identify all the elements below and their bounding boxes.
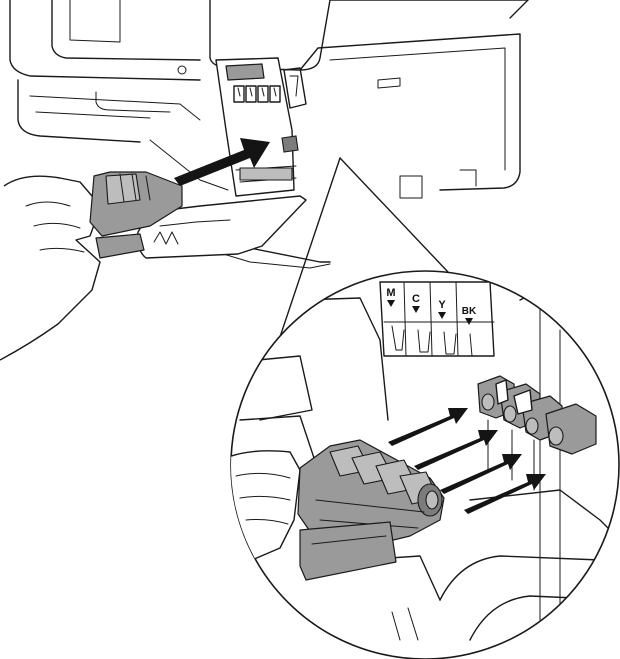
installed-cap-2 [503, 405, 517, 423]
label-bk: BK [462, 306, 477, 317]
magnified-hand-finger-2 [239, 495, 291, 501]
lower-arc-2 [469, 595, 619, 641]
cartridge-row [239, 167, 293, 181]
power-button-icon [177, 65, 187, 75]
tray-bottom-edge [149, 139, 229, 191]
installed-parts [477, 375, 597, 491]
label-strip [379, 281, 495, 357]
top-part-handle [95, 233, 145, 259]
label-m: M [386, 287, 395, 299]
printer-right-inner [329, 47, 506, 171]
installed-window-2 [513, 389, 533, 415]
printer-left-edge [9, 0, 201, 81]
inner-wall-left [299, 297, 389, 421]
magnified-hand-finger-1 [235, 472, 291, 479]
part-end-cap-inner [425, 490, 439, 510]
printer-latch [377, 77, 401, 89]
top-hand-finger-1 [25, 201, 71, 207]
paper-tray-line-2 [35, 111, 151, 119]
printer-side-port [399, 175, 423, 199]
top-hand [0, 175, 101, 361]
installed-cap-4 [548, 426, 564, 446]
installed-cap-3 [525, 417, 539, 435]
base-edge-lower [209, 249, 331, 269]
printer-panel-slot [69, 0, 121, 43]
printer-lid-inner [51, 0, 201, 61]
lower-arc-1 [439, 555, 601, 601]
printer-corner [509, 0, 529, 19]
installed-window-1 [495, 379, 509, 405]
printer-body [9, 0, 529, 269]
cover-mark-icon [153, 231, 179, 245]
top-part-ridge-lines [119, 173, 151, 203]
insert-arrow-c-icon [414, 430, 498, 470]
label-m-arrow-icon [387, 300, 395, 307]
top-hand-finger-2 [33, 222, 81, 229]
callout-line-right [339, 157, 449, 273]
top-hand-finger-3 [39, 247, 85, 253]
cartridge-tops [391, 325, 481, 357]
inner-block-left [257, 355, 313, 421]
label-c-arrow-icon [412, 306, 420, 313]
label-y: Y [438, 299, 446, 311]
protective-part-handle [299, 521, 397, 581]
compartment-door-edge [283, 67, 307, 109]
mini-label-marks [237, 87, 277, 97]
magnified-protective-part [297, 439, 445, 581]
paper-tray-handle [95, 91, 171, 113]
label-strip-dividers [403, 281, 459, 357]
installed-cap-1 [481, 393, 495, 411]
paper-tray-front [17, 79, 141, 143]
door-arrow-icon [289, 75, 299, 97]
insert-arrow-bk-icon [464, 474, 546, 514]
lower-ribs [391, 607, 419, 641]
ink-compartment [215, 57, 307, 197]
printer-right-panel [299, 33, 521, 191]
insert-arrow-m-icon [388, 408, 468, 446]
top-hand-group [0, 171, 183, 361]
handle-line [311, 535, 387, 545]
label-c: C [412, 293, 420, 305]
compartment-hook [281, 135, 299, 153]
magnified-hand-finger-3 [245, 519, 289, 525]
cover-inner-line [159, 219, 231, 227]
base-edge [239, 245, 331, 263]
top-part-ridge-1 [105, 173, 141, 205]
insert-arrow-icon [174, 138, 270, 186]
printer-foot [459, 169, 477, 187]
insert-arrow-y-icon [440, 454, 522, 494]
label-y-arrow-icon [438, 312, 446, 319]
compartment-lever [225, 63, 265, 81]
paper-tray-line-1 [29, 95, 201, 121]
inner-wall-right [539, 299, 561, 641]
label-bk-arrow-icon [465, 318, 473, 325]
